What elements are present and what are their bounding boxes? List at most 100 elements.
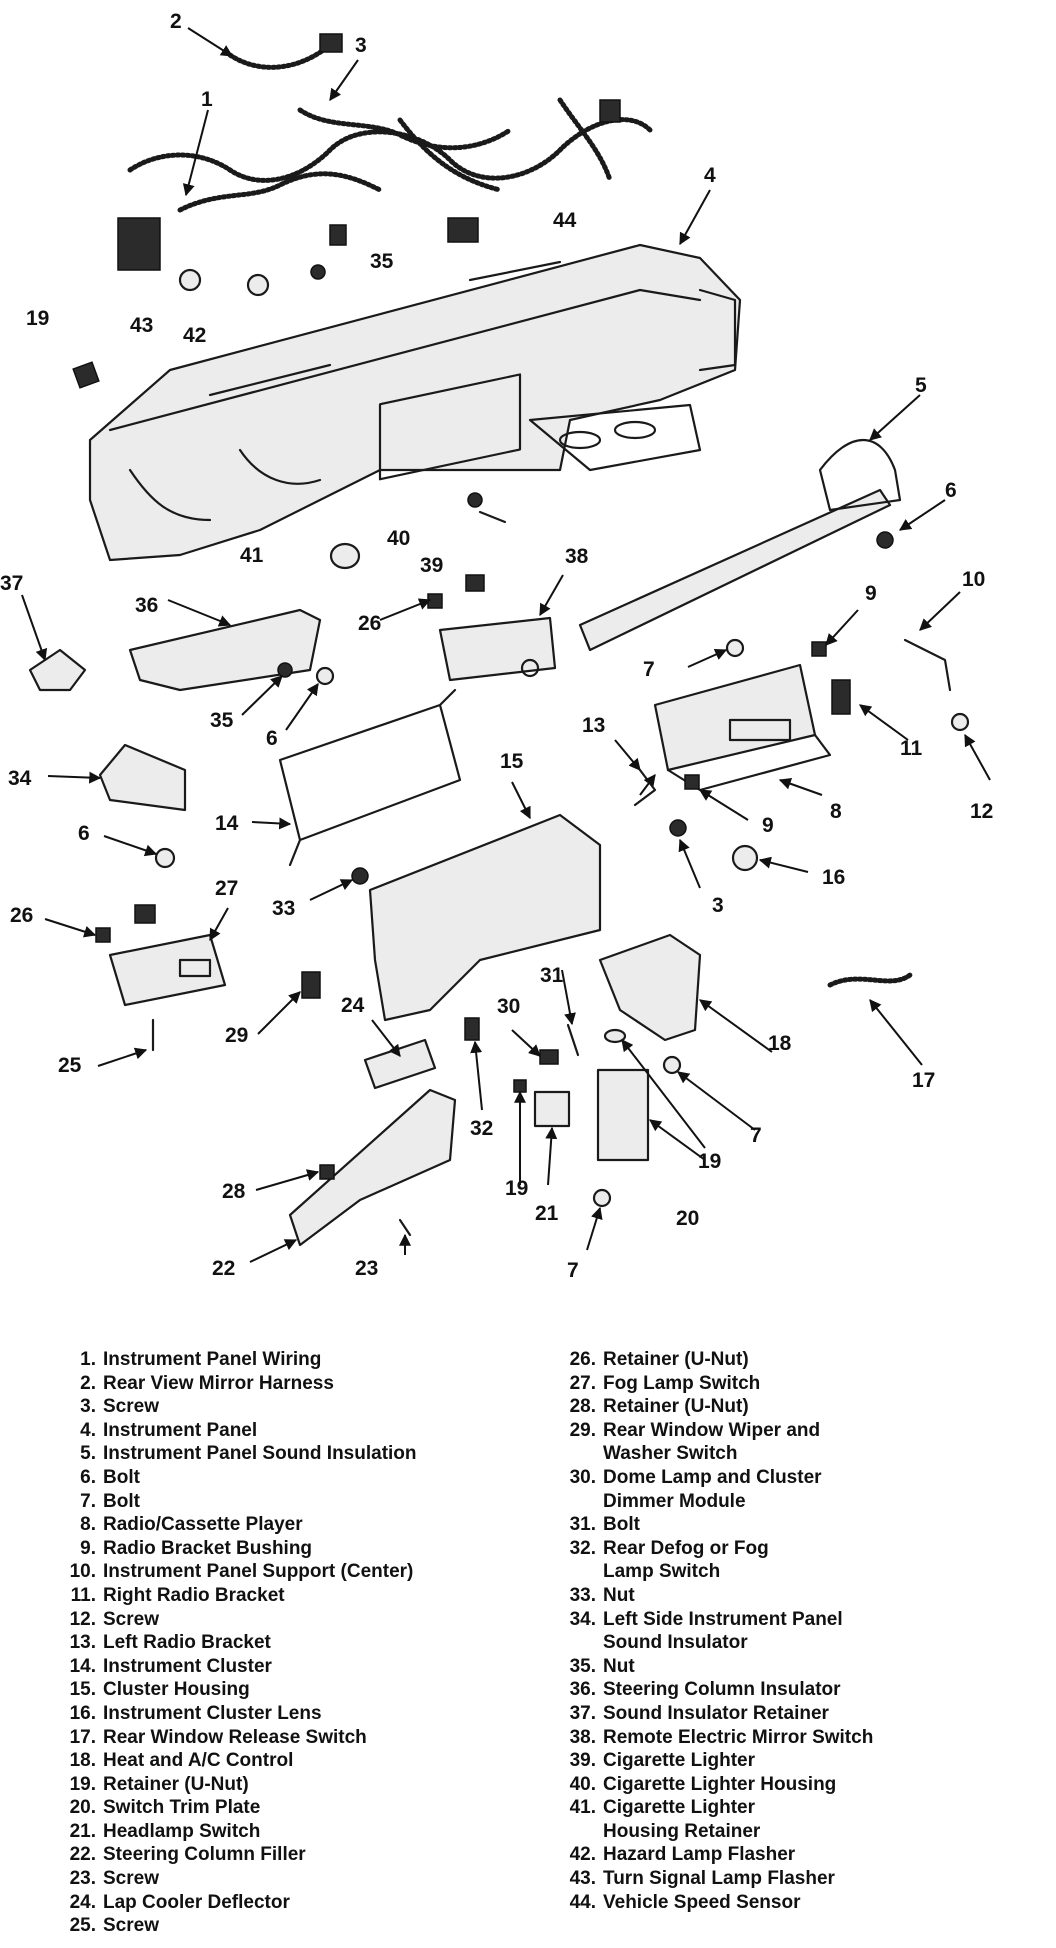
steering-insulator-shape: [128, 608, 322, 692]
callout-8: 8: [830, 800, 842, 823]
callout-6-mid: 6: [266, 727, 278, 750]
callout-7-top: 7: [643, 658, 655, 681]
legend-item: 24. Lap Cooler Deflector: [60, 1891, 480, 1915]
legend-item-number: 21.: [69, 1820, 96, 1842]
legend-item-label: Sound Insulator Retainer: [603, 1702, 829, 1724]
instrument-panel-shape: [88, 243, 742, 562]
legend-item-label: Bolt: [103, 1490, 140, 1512]
lap-cooler-deflector-shape: [363, 1038, 437, 1090]
callout-18: 18: [768, 1032, 792, 1055]
legend-item: 16.Instrument Cluster Lens: [60, 1702, 480, 1726]
legend-item-number: 41.: [569, 1797, 596, 1819]
callout-19-top: 19: [26, 307, 49, 330]
cigarette-lighter-housing-shape: [467, 492, 483, 508]
callout-32: 32: [470, 1117, 493, 1140]
bolt-6-mid-shape: [315, 666, 335, 686]
bolt-6-left-shape: [154, 847, 176, 869]
callout-7-lower: 7: [567, 1259, 579, 1282]
legend-item-label: Turn Signal Lamp Flasher: [603, 1868, 835, 1890]
legend-item-number: 34.: [569, 1608, 596, 1630]
release-switch-wire-shape: [827, 972, 913, 988]
legend-item-label: Switch Trim Plate: [103, 1797, 261, 1819]
legend-item-label: Rear View Mirror Harness: [103, 1372, 334, 1394]
legend-item-label: Remote Electric Mirror Switch: [603, 1726, 874, 1748]
legend-item-label: Cigarette Lighter Housing Retainer: [603, 1797, 761, 1842]
screw-3-lower-shape: [669, 819, 687, 837]
wiper-switch-shape: [301, 971, 321, 999]
callout-9-top: 9: [865, 582, 877, 605]
legend-item-label: Heat and A/C Control: [103, 1750, 294, 1772]
legend-item: 7.Bolt: [60, 1490, 480, 1514]
legend-item-label: Bolt: [103, 1466, 140, 1488]
legend-item-number: 39.: [569, 1750, 596, 1772]
callout-13: 13: [582, 714, 605, 737]
legend-item: 32.Rear Defog or Fog Lamp Switch: [560, 1537, 980, 1584]
callout-5: 5: [915, 374, 927, 397]
steering-column-filler-shape: [288, 1088, 457, 1247]
legend-item: 5.Instrument Panel Sound Insulation: [60, 1442, 480, 1466]
fog-switch-shape: [108, 904, 227, 1007]
legend-item-number: 26.: [569, 1349, 596, 1370]
legend-item-number: 43.: [569, 1868, 596, 1890]
legend-item-number: 1.: [80, 1349, 96, 1370]
legend-item: 2.Rear View Mirror Harness: [60, 1372, 480, 1396]
legend-item-number: 12.: [69, 1608, 96, 1630]
retainer-19-mid-shape: [513, 1079, 527, 1093]
callout-12: 12: [970, 800, 993, 823]
legend-item-label: Instrument Panel Sound Insulation: [103, 1443, 417, 1465]
callout-9-lower: 9: [762, 814, 774, 837]
legend-item-label: Right Radio Bracket: [103, 1584, 285, 1606]
insulator-retainer-shape: [28, 648, 87, 692]
cluster-housing-shape: [368, 813, 602, 1022]
radio-shape: [653, 663, 832, 792]
callout-11: 11: [900, 737, 923, 760]
legend-item: 14.Instrument Cluster: [60, 1655, 480, 1679]
callout-40: 40: [387, 527, 410, 550]
legend-item-label: Retainer (U-Nut): [603, 1349, 749, 1370]
retainer-28-shape: [319, 1164, 335, 1180]
legend-item-label: Lap Cooler Deflector: [103, 1891, 290, 1913]
legend-item: 37.Sound Insulator Retainer: [560, 1702, 980, 1726]
legend-item: 19.Retainer (U-Nut): [60, 1773, 480, 1797]
mirror-switch-shape: [438, 574, 557, 682]
callout-17: 17: [912, 1069, 935, 1092]
callout-21: 21: [535, 1202, 559, 1225]
callout-labels: 2 3 1 4 44 35 19 43 42 5 6 40 41 39 38 1…: [0, 10, 993, 1282]
legend-item: 8.Radio/Cassette Player: [60, 1513, 480, 1537]
callout-2: 2: [170, 10, 182, 33]
heat-ac-control-shape: [598, 933, 702, 1042]
legend-item-label: Left Radio Bracket: [103, 1632, 271, 1654]
legend-item: 38. Remote Electric Mirror Switch: [560, 1726, 980, 1750]
legend-item-label: Instrument Panel: [103, 1419, 258, 1441]
legend-item-label: Nut: [603, 1655, 635, 1677]
legend-item-number: 19.: [69, 1773, 96, 1795]
legend-item-number: 27.: [569, 1372, 596, 1394]
legend-item-label: Rear Window Release Switch: [103, 1726, 367, 1748]
bolt-7-top-shape: [725, 638, 745, 658]
callout-41: 41: [240, 544, 264, 567]
legend-item-number: 24.: [69, 1891, 96, 1913]
legend-item: 44.Vehicle Speed Sensor: [560, 1891, 980, 1915]
legend-item-label: Retainer (U-Nut): [603, 1396, 749, 1418]
legend-item: 39.Cigarette Lighter: [560, 1749, 980, 1773]
callout-4: 4: [704, 164, 716, 187]
legend-item-label: Rear Window Wiper and Washer Switch: [603, 1419, 821, 1465]
legend-item-label: Fog Lamp Switch: [603, 1372, 761, 1394]
callout-38: 38: [565, 545, 589, 568]
callout-44: 44: [553, 209, 577, 232]
callout-19-mid: 19: [698, 1150, 721, 1173]
legend-item-number: 38.: [569, 1726, 596, 1748]
legend-item-label: Screw: [103, 1915, 159, 1937]
vehicle-speed-sensor-shape: [447, 217, 479, 243]
legend-item-number: 6.: [80, 1466, 96, 1488]
legend-item: 13.Left Radio Bracket: [60, 1631, 480, 1655]
callout-25: 25: [58, 1054, 82, 1077]
turn-signal-flasher-shape: [178, 268, 202, 292]
callout-28: 28: [222, 1180, 246, 1203]
legend-item-label: Cigarette Lighter Housing: [603, 1773, 837, 1795]
legend-item-number: 16.: [69, 1702, 96, 1724]
legend-item-label: Rear Defog or Fog Lamp Switch: [603, 1537, 769, 1583]
fog-switch-32-shape: [464, 1017, 480, 1041]
legend-item: 3.Screw: [60, 1395, 480, 1419]
callout-35-lower: 35: [210, 709, 234, 732]
